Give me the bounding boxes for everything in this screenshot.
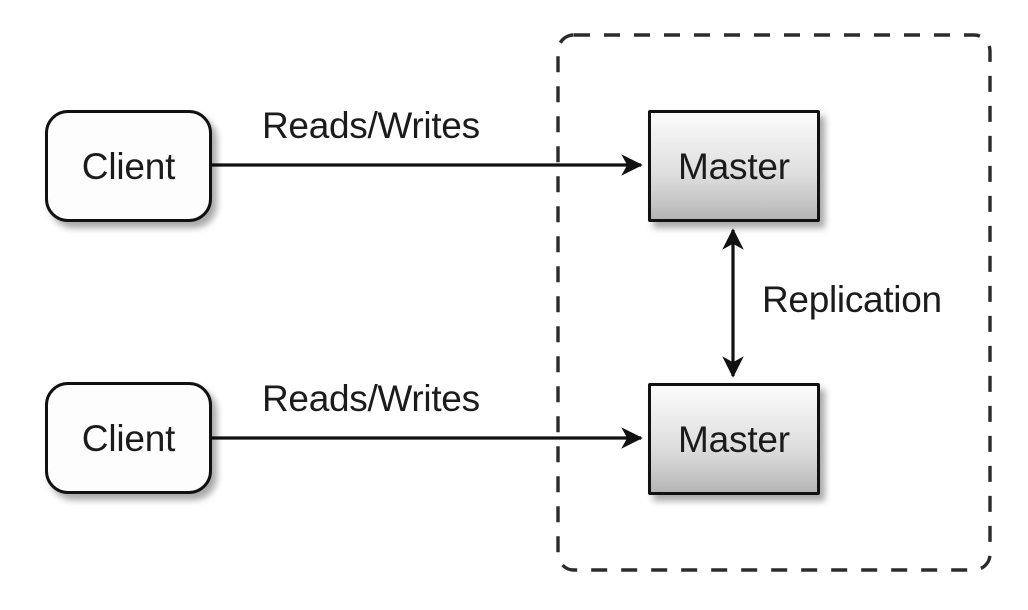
- node-client-top-label: Client: [81, 145, 176, 187]
- node-client-bottom-label: Client: [81, 417, 176, 459]
- edge-label-reads-writes-bottom: Reads/Writes: [262, 378, 480, 419]
- node-client-top[interactable]: Client: [45, 110, 212, 222]
- edge-label-replication: Replication: [762, 279, 942, 320]
- node-master-bottom[interactable]: Master: [648, 383, 820, 495]
- node-master-top-label: Master: [678, 145, 790, 187]
- node-master-bottom-label: Master: [678, 418, 790, 460]
- edge-label-reads-writes-top: Reads/Writes: [262, 105, 480, 146]
- node-master-top[interactable]: Master: [648, 110, 820, 222]
- node-client-bottom[interactable]: Client: [45, 382, 212, 494]
